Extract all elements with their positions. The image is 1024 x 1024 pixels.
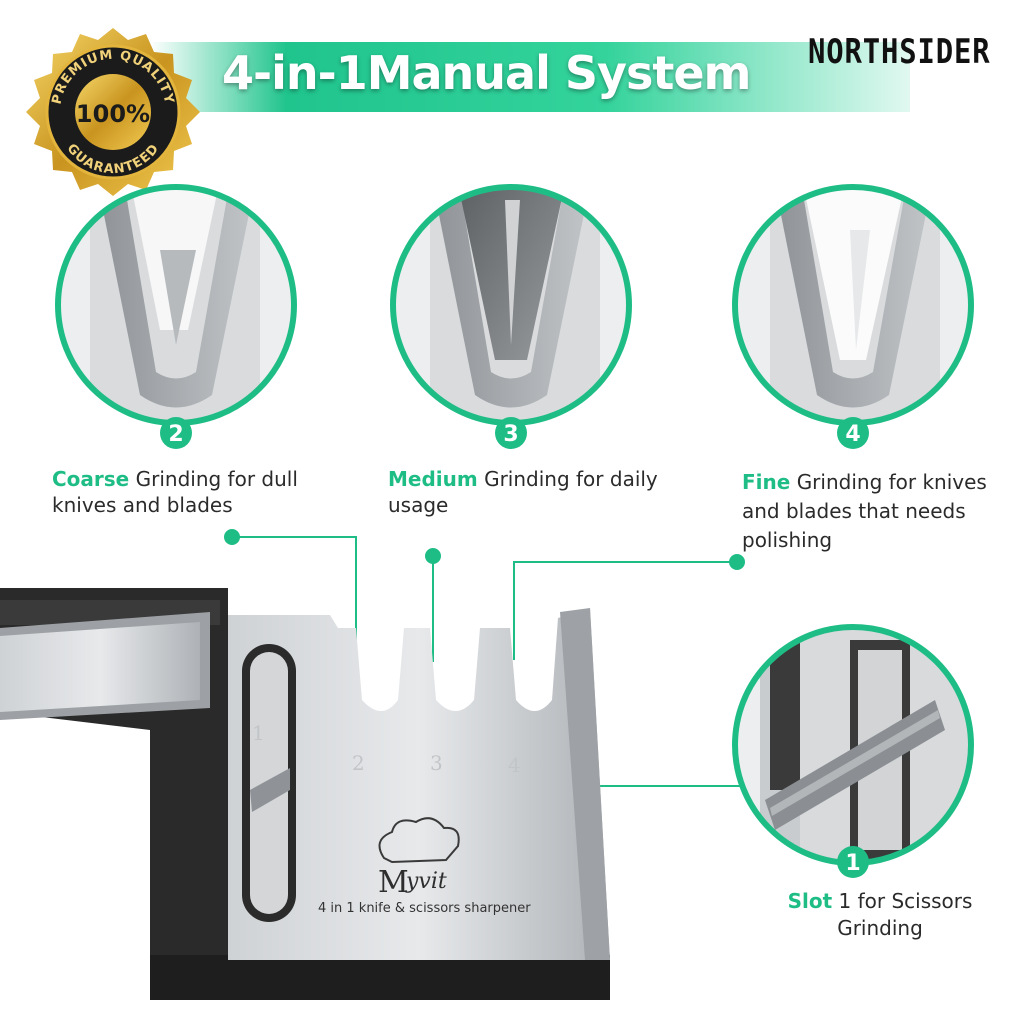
brand-name: NORTHSIDER — [808, 32, 991, 72]
slot-number-3: 3 — [430, 751, 443, 775]
detail-number-3: 3 — [503, 422, 518, 447]
title-banner — [150, 42, 910, 112]
badge-percent: 100% — [76, 100, 150, 128]
caption-fine-highlight: Fine — [742, 470, 791, 494]
brand-logo-text: yvit — [405, 869, 447, 894]
detail-circle-coarse: 2 — [55, 184, 297, 449]
detail-circle-fine: 4 — [732, 184, 974, 449]
slot-number-4: 4 — [508, 753, 521, 777]
detail-number-2: 2 — [168, 422, 183, 447]
caption-scissors-slot: Slot 1 for Scissors Grinding — [780, 888, 980, 942]
detail-circle-scissors: 1 — [732, 624, 974, 878]
caption-coarse-text: Grinding for dull knives and blades — [52, 467, 298, 517]
connector-dot-fine — [729, 554, 745, 570]
caption-fine: Fine Grinding for knives and blades that… — [742, 468, 1012, 555]
slot-number-2: 2 — [352, 751, 365, 775]
caption-fine-text: Grinding for knives and blades that need… — [742, 470, 987, 552]
connector-dot-coarse — [224, 529, 240, 545]
page-title: 4-in-1Manual System — [222, 46, 751, 100]
sharpener-body: 1 2 3 4 M yvit 4 in 1 knife & scissors s… — [0, 588, 610, 1000]
caption-slot-highlight: Slot — [787, 889, 833, 913]
caption-medium: Medium Grinding for daily usage — [388, 466, 668, 518]
connector-dot-medium — [425, 548, 441, 564]
chef-hat-logo-icon — [378, 817, 460, 864]
detail-circle-medium: 3 — [390, 184, 632, 449]
caption-coarse-highlight: Coarse — [52, 467, 130, 491]
caption-slot-text: 1 for Scissors Grinding — [837, 889, 973, 940]
product-label: 4 in 1 knife & scissors sharpener — [318, 901, 531, 916]
quality-seal-badge: 100% PREMIUM QUALITY GUARANTEED — [26, 28, 200, 196]
detail-number-1: 1 — [845, 851, 860, 876]
brand-logo-initial: M — [378, 865, 409, 900]
caption-medium-text: Grinding for daily usage — [388, 467, 658, 517]
caption-coarse: Coarse Grinding for dull knives and blad… — [52, 466, 352, 518]
detail-number-4: 4 — [845, 422, 860, 447]
caption-medium-highlight: Medium — [388, 467, 478, 491]
slot-number-1: 1 — [252, 721, 265, 745]
